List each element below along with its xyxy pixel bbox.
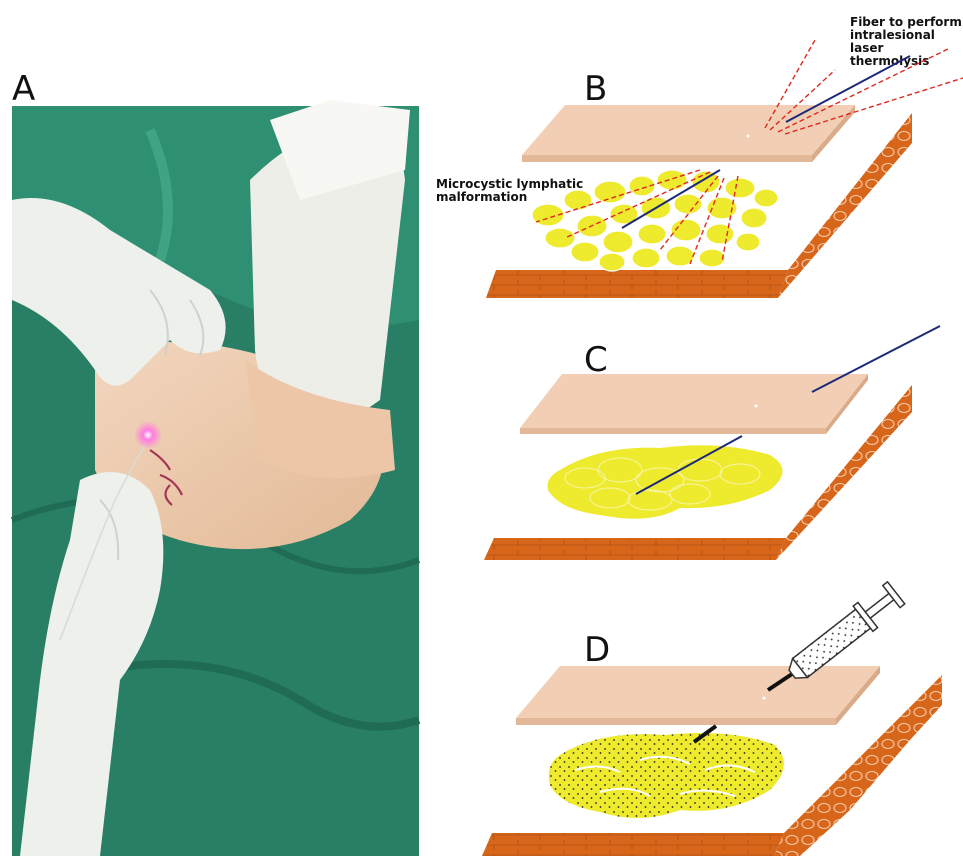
skin-layer-b	[522, 105, 855, 162]
panel-b-diagram	[486, 40, 963, 298]
panel-a-photo	[12, 100, 419, 856]
skin-layer-c	[520, 374, 868, 434]
entry-point-c	[755, 405, 758, 408]
lesion-cells-b	[532, 170, 778, 271]
panel-d-diagram	[482, 580, 942, 856]
skin-layer-d	[516, 666, 880, 725]
panel-c-diagram	[484, 326, 940, 560]
lesion-mass-c	[548, 445, 783, 518]
entry-point-b	[747, 135, 750, 138]
entry-point-d	[763, 697, 766, 700]
lesion-mass-d	[549, 733, 784, 818]
